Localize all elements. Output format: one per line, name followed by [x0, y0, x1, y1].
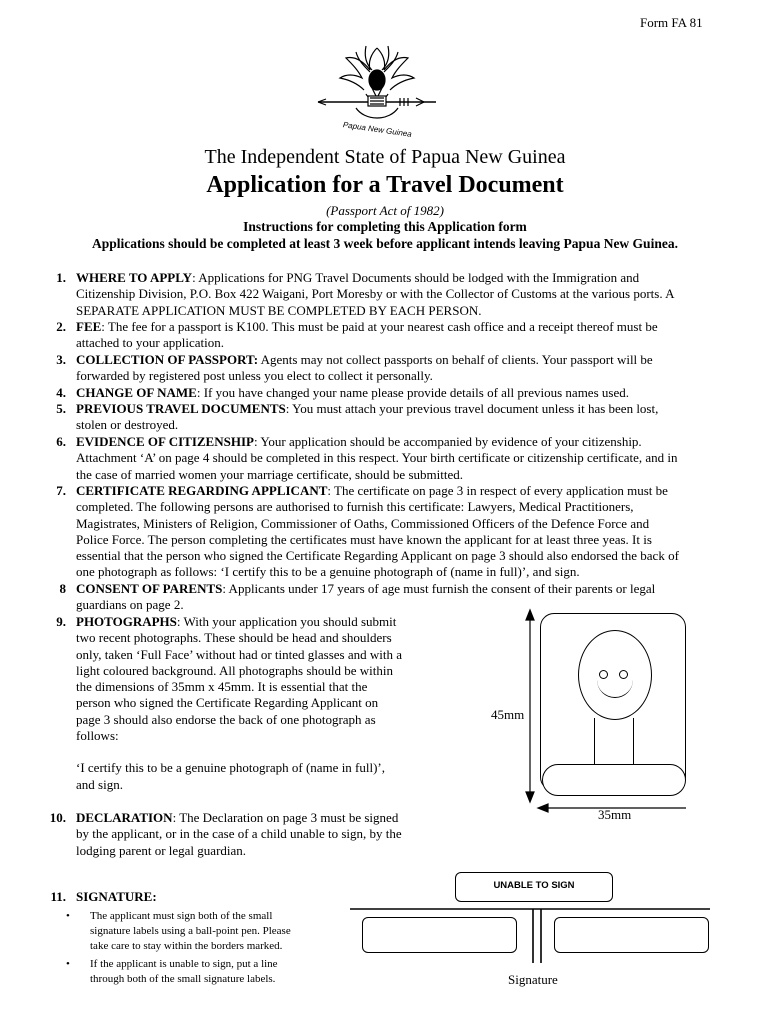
signature-caption: Signature	[508, 972, 558, 987]
signature-heading: 11.SIGNATURE:	[50, 889, 157, 904]
state-title: The Independent State of Papua New Guine…	[204, 146, 566, 168]
photo-mouth	[597, 677, 633, 698]
signature-label-left[interactable]	[362, 917, 517, 953]
photo-height-label: 45mm	[491, 707, 525, 722]
instructions-heading: Instructions for completing this Applica…	[243, 219, 527, 234]
act-reference: (Passport Act of 1982)	[326, 203, 444, 218]
png-emblem-icon: Papua New Guinea	[317, 45, 436, 139]
emblem-caption: Papua New Guinea	[342, 120, 413, 139]
signature-label-right[interactable]	[554, 917, 709, 953]
unable-to-sign-box[interactable]: UNABLE TO SIGN	[455, 872, 613, 902]
photo-shoulders	[542, 764, 686, 796]
signature-divider-lines	[350, 908, 710, 963]
page-title: Application for a Travel Document	[206, 172, 564, 198]
photo-width-label: 35mm	[598, 807, 632, 822]
photo-dimension-arrows	[525, 608, 686, 813]
photo-neck	[594, 718, 634, 766]
deadline-notice: Applications should be completed at leas…	[92, 236, 678, 251]
form-number: Form FA 81	[640, 15, 703, 30]
photo-face	[578, 630, 652, 720]
